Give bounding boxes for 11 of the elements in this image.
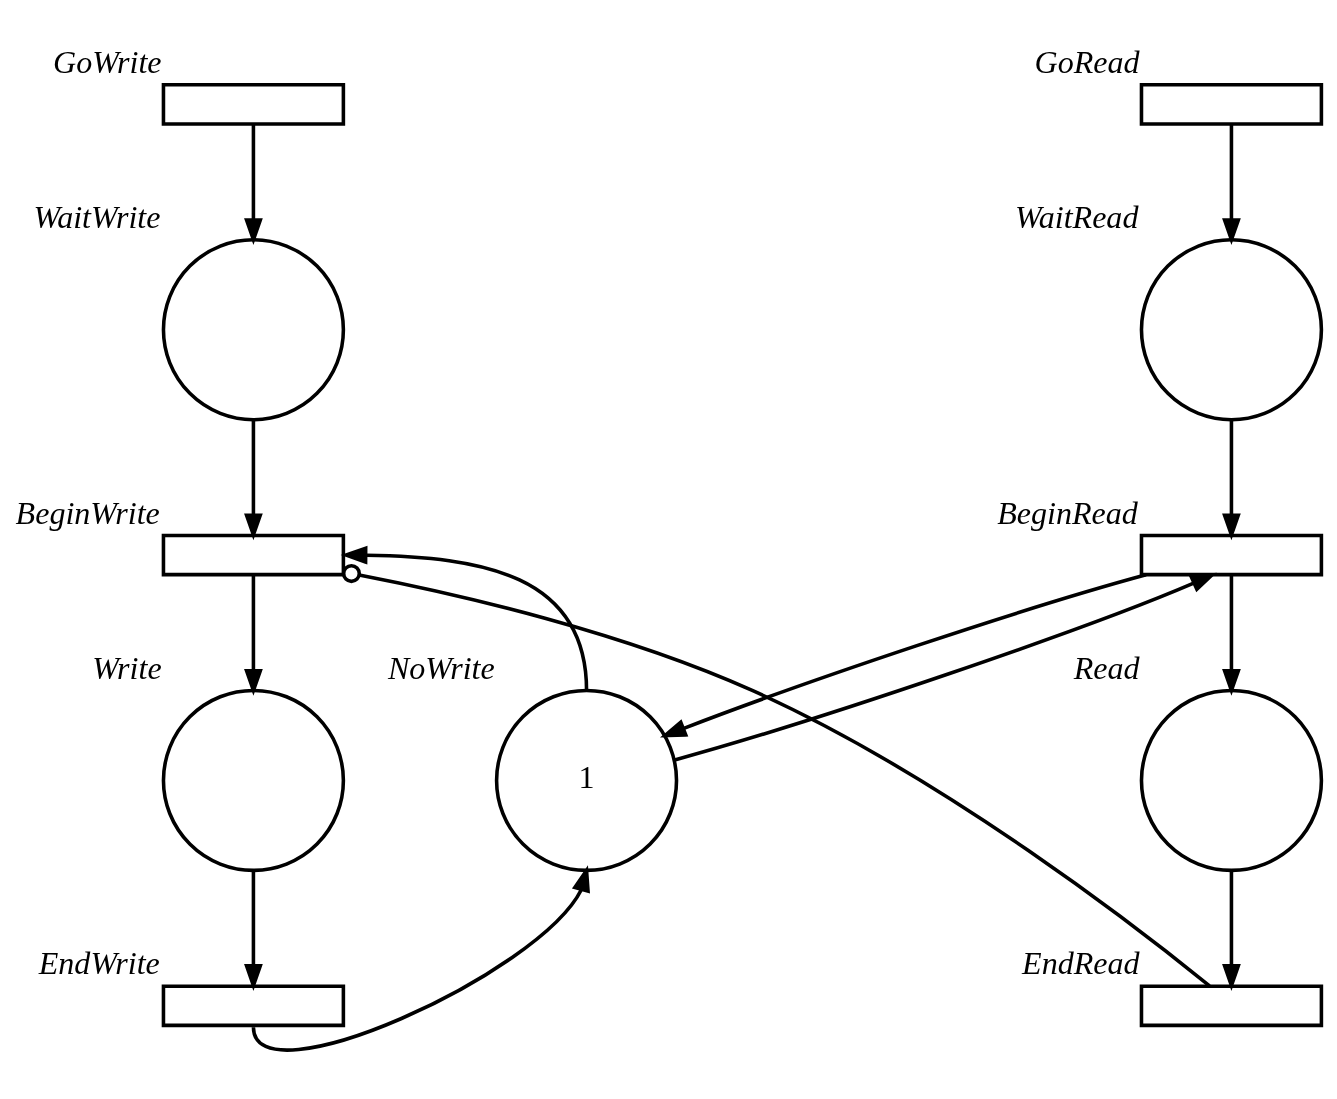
node-label: BeginWrite — [15, 494, 160, 531]
node-label: Read — [1073, 649, 1140, 686]
node-label: EndWrite — [38, 944, 160, 981]
node-label: GoRead — [1034, 43, 1140, 80]
node-label: NoWrite — [387, 649, 495, 686]
node-label: Write — [92, 649, 162, 686]
node-label: WaitRead — [1014, 198, 1139, 235]
node-label: BeginRead — [997, 494, 1138, 531]
node-label: GoWrite — [53, 43, 162, 80]
node-label: WaitWrite — [33, 198, 161, 235]
node-label: EndRead — [1022, 944, 1140, 981]
